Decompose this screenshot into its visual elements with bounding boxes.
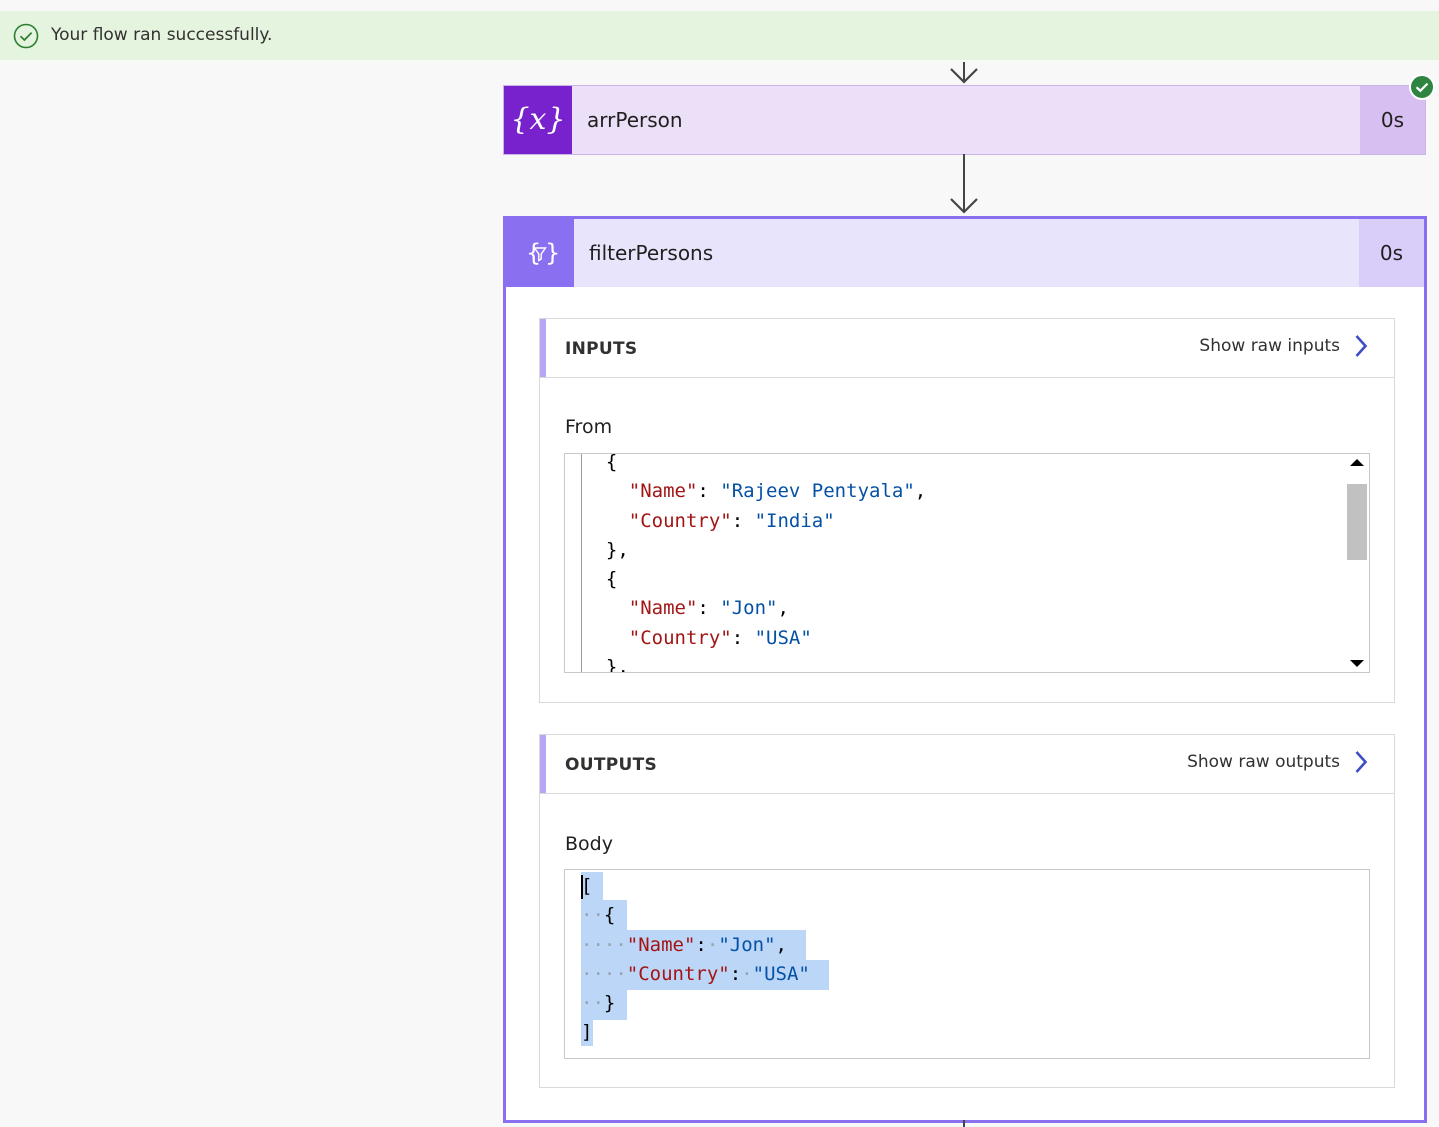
from-scrollbar[interactable]	[1345, 454, 1369, 672]
svg-text:{x}: {x}	[512, 102, 564, 137]
inputs-section: INPUTS Show raw inputs From { "Name": "R…	[539, 318, 1395, 703]
code-line: "Name": "Rajeev Pentyala",	[583, 477, 926, 506]
inputs-heading: INPUTS	[565, 339, 637, 359]
code-line: [	[581, 872, 810, 901]
flow-connector	[963, 1120, 965, 1127]
scroll-up-arrow-icon[interactable]	[1350, 459, 1364, 466]
body-code-content: [··{····"Name":·"Jon",····"Country":·"US…	[581, 872, 810, 1048]
section-accent	[540, 735, 546, 793]
svg-text:{: {	[526, 239, 541, 267]
outputs-section: OUTPUTS Show raw outputs Body [··{····"N…	[539, 734, 1395, 1088]
chevron-right-icon	[1354, 334, 1368, 358]
curly-braces-x-icon: {x}	[512, 100, 564, 140]
code-line: {	[583, 453, 926, 477]
from-code-editor[interactable]: { "Name": "Rajeev Pentyala", "Country": …	[564, 453, 1370, 673]
step-duration: 0s	[1359, 219, 1424, 287]
success-check-icon	[13, 23, 39, 49]
chevron-right-icon	[1354, 750, 1368, 774]
flow-arrow-icon	[948, 60, 980, 86]
inputs-header: INPUTS Show raw inputs	[540, 319, 1394, 378]
step-arrperson[interactable]: {x} arrPerson 0s	[503, 85, 1426, 155]
from-label: From	[565, 416, 612, 438]
code-line: {	[583, 565, 926, 594]
svg-text:}: }	[545, 239, 560, 267]
indent-guide	[581, 454, 582, 672]
variable-icon: {x}	[504, 86, 572, 154]
section-accent	[540, 319, 546, 377]
show-raw-outputs-link[interactable]: Show raw outputs	[1187, 750, 1368, 774]
success-message: Your flow ran successfully.	[51, 25, 272, 45]
curly-braces-filter-icon: { }	[520, 236, 560, 270]
code-line: ]	[581, 1018, 810, 1047]
show-raw-inputs-link[interactable]: Show raw inputs	[1199, 334, 1368, 358]
scroll-thumb[interactable]	[1347, 484, 1367, 560]
code-line: ····"Country":·"USA"	[581, 960, 810, 989]
success-banner: Your flow ran successfully.	[0, 11, 1439, 60]
outputs-heading: OUTPUTS	[565, 755, 657, 775]
from-code-content: { "Name": "Rajeev Pentyala", "Country": …	[583, 453, 926, 673]
outputs-header: OUTPUTS Show raw outputs	[540, 735, 1394, 794]
flow-arrow-icon	[948, 154, 980, 216]
body-label: Body	[565, 833, 613, 855]
body-code-editor[interactable]: [··{····"Name":·"Jon",····"Country":·"US…	[564, 869, 1370, 1059]
status-success-icon	[1409, 74, 1435, 100]
code-line: ··}	[581, 989, 810, 1018]
code-line: "Country": "India"	[583, 507, 926, 536]
show-raw-outputs-label: Show raw outputs	[1187, 752, 1340, 772]
filterpersons-header[interactable]: { } filterPersons 0s	[506, 219, 1424, 287]
code-line: ··{	[581, 901, 810, 930]
code-line: ····"Name":·"Jon",	[581, 931, 810, 960]
code-line: "Country": "USA"	[583, 624, 926, 653]
step-title: arrPerson	[587, 108, 683, 132]
code-line: },	[583, 536, 926, 565]
filter-array-icon: { }	[506, 219, 574, 287]
step-title: filterPersons	[589, 241, 713, 265]
show-raw-inputs-label: Show raw inputs	[1199, 336, 1340, 356]
code-line: },	[583, 653, 926, 673]
scroll-down-arrow-icon[interactable]	[1350, 660, 1364, 667]
code-line: "Name": "Jon",	[583, 594, 926, 623]
step-filterpersons: { } filterPersons 0s INPUTS Show raw inp…	[503, 216, 1427, 1123]
